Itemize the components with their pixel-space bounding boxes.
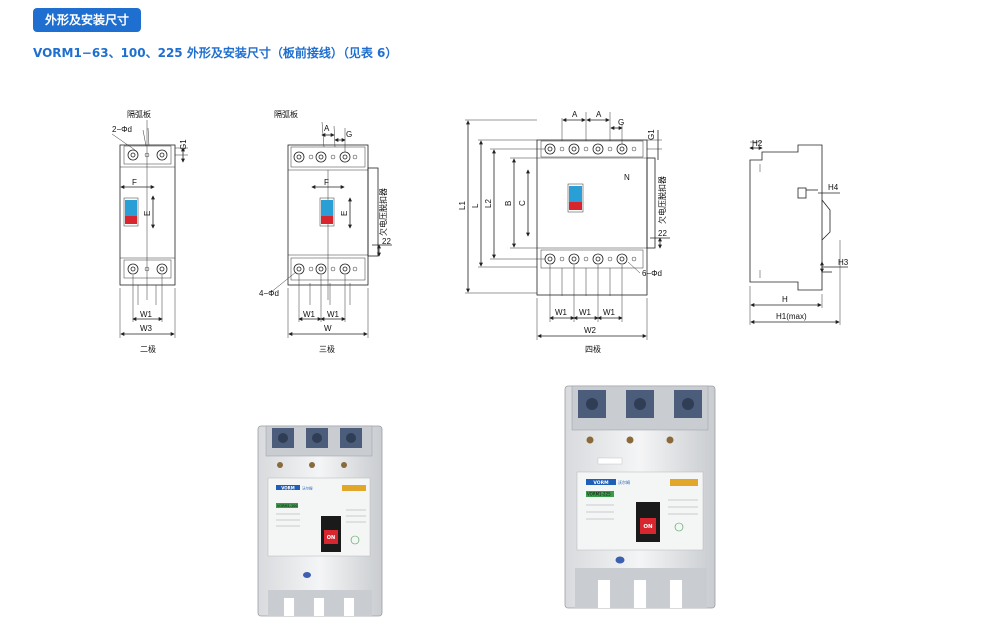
three-pole-f-label: F (324, 178, 329, 187)
three-pole-hole-label: 4−Φd (259, 289, 279, 298)
four-pole-a1-label: A (572, 110, 578, 119)
three-pole-w-label: W (324, 324, 332, 333)
four-pole-l1-label: L1 (458, 201, 467, 210)
two-pole-partition-label: 隔弧板 (127, 109, 151, 119)
three-pole-w1a-label: W1 (303, 310, 316, 319)
side-h2-label: H2 (752, 139, 763, 148)
side-h4-label: H4 (828, 183, 839, 192)
subtitle: VORM1−63、100、225 外形及安装尺寸（板前接线）（见表 6） (33, 46, 398, 60)
four-pole-b-label: B (504, 201, 513, 206)
four-pole-accessory-label: 欠电压脱扣器 (657, 176, 667, 224)
two-pole-e-label: E (143, 211, 152, 216)
three-pole-a-label: A (324, 124, 330, 133)
three-pole-caption: 三极 (319, 344, 335, 354)
two-pole-g1-label: G1 (179, 139, 188, 150)
three-pole-accessory-label: 欠电压脱扣器 (378, 188, 388, 236)
four-pole-g1-label: G1 (647, 129, 656, 140)
side-h-label: H (782, 295, 788, 304)
large-brand: VORM (593, 480, 609, 486)
small-brand-cn: 沃尔姆 (302, 485, 313, 490)
side-h1-label: H1(max) (776, 312, 807, 321)
four-pole-caption: 四极 (585, 344, 601, 354)
three-pole-w1b-label: W1 (327, 310, 340, 319)
small-brand: VORM (281, 485, 295, 490)
four-pole-n-label: N (624, 173, 630, 182)
three-pole-22-label: 22 (382, 237, 391, 246)
four-pole-l2-label: L2 (484, 199, 493, 208)
four-pole-w1b-label: W1 (579, 308, 592, 317)
two-pole-hole-label: 2−Φd (112, 125, 132, 134)
large-on-label: ON (643, 524, 653, 530)
three-pole-drawing: 隔弧板 A G F E 欠电压脱扣器 22 4−Φd W1 W1 W 三极 (259, 109, 392, 354)
small-on-label: ON (327, 535, 335, 541)
three-pole-partition-label: 隔弧板 (274, 109, 298, 119)
large-brand-cn: 沃尔姆 (618, 479, 630, 485)
four-pole-w2-label: W2 (584, 326, 597, 335)
four-pole-a2-label: A (596, 110, 602, 119)
two-pole-caption: 二极 (140, 344, 156, 354)
large-model: VORM1-225 (587, 492, 611, 497)
side-view-drawing: H2 H4 H3 H H1(max) (749, 139, 849, 325)
product-photo-small: VORM 沃尔姆 VORM1-100 ON (257, 425, 383, 617)
four-pole-c-label: C (518, 200, 527, 206)
section-title-badge: 外形及安装尺寸 (33, 8, 142, 32)
small-model: VORM1-100 (277, 504, 298, 508)
four-pole-w1c-label: W1 (603, 308, 616, 317)
four-pole-l-label: L (471, 203, 480, 208)
four-pole-drawing: A A G G1 N L1 L L2 B C 欠电压脱扣器 22 6−Φd W1… (458, 110, 670, 354)
two-pole-w1-label: W1 (140, 310, 153, 319)
three-pole-g-label: G (346, 130, 352, 139)
two-pole-w3-label: W3 (140, 324, 153, 333)
four-pole-hole-label: 6−Φd (642, 269, 662, 278)
three-pole-e-label: E (340, 211, 349, 216)
two-pole-drawing: 隔弧板 2−Φd G1 F E W1 W3 二极 (111, 109, 188, 354)
four-pole-g-label: G (618, 118, 624, 127)
four-pole-22-label: 22 (658, 229, 667, 238)
two-pole-f-label: F (132, 178, 137, 187)
four-pole-w1a-label: W1 (555, 308, 568, 317)
product-photo-large: VORM 沃尔姆 VORM1-225 ON (564, 385, 716, 609)
side-h3-label: H3 (838, 258, 849, 267)
